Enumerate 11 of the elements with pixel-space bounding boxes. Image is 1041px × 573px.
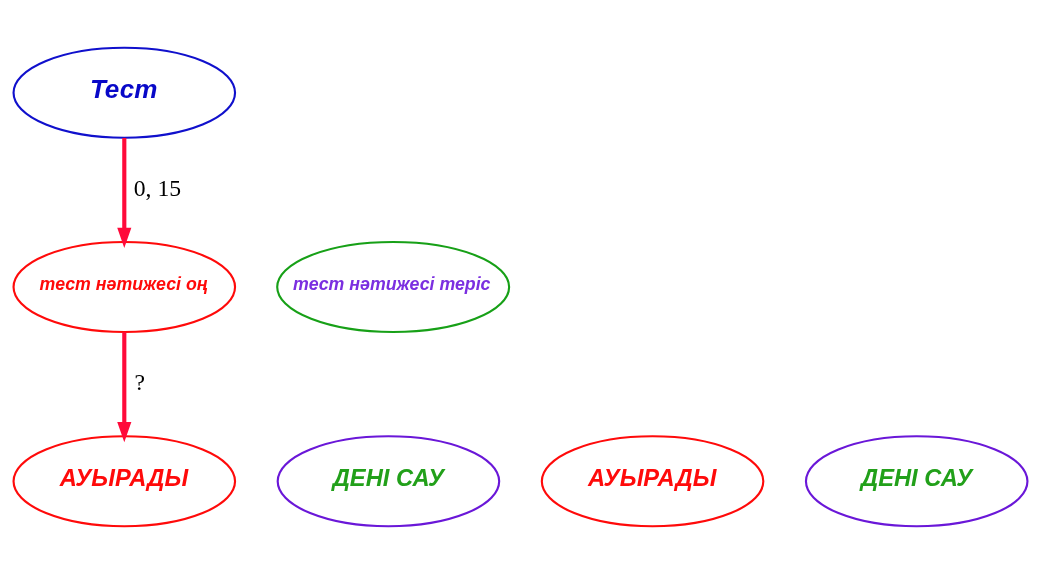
node-ellipse: АУЫРАДЫ <box>12 434 237 527</box>
node-ellipse: ДЕНІ САУ <box>276 434 501 527</box>
node-ellipse: ДЕНІ САУ <box>804 434 1029 527</box>
edge-label: ? <box>134 368 145 395</box>
arrow <box>117 137 132 248</box>
node-ellipse: АУЫРАДЫ <box>540 434 765 527</box>
node-ellipse: тест нәтижесі оң <box>12 240 237 333</box>
edge-label: 0, 15 <box>133 174 182 201</box>
arrow <box>117 331 132 442</box>
node-ellipse: тест нәтижесі теріс <box>276 240 511 333</box>
node-ellipse: Тест <box>12 46 237 139</box>
